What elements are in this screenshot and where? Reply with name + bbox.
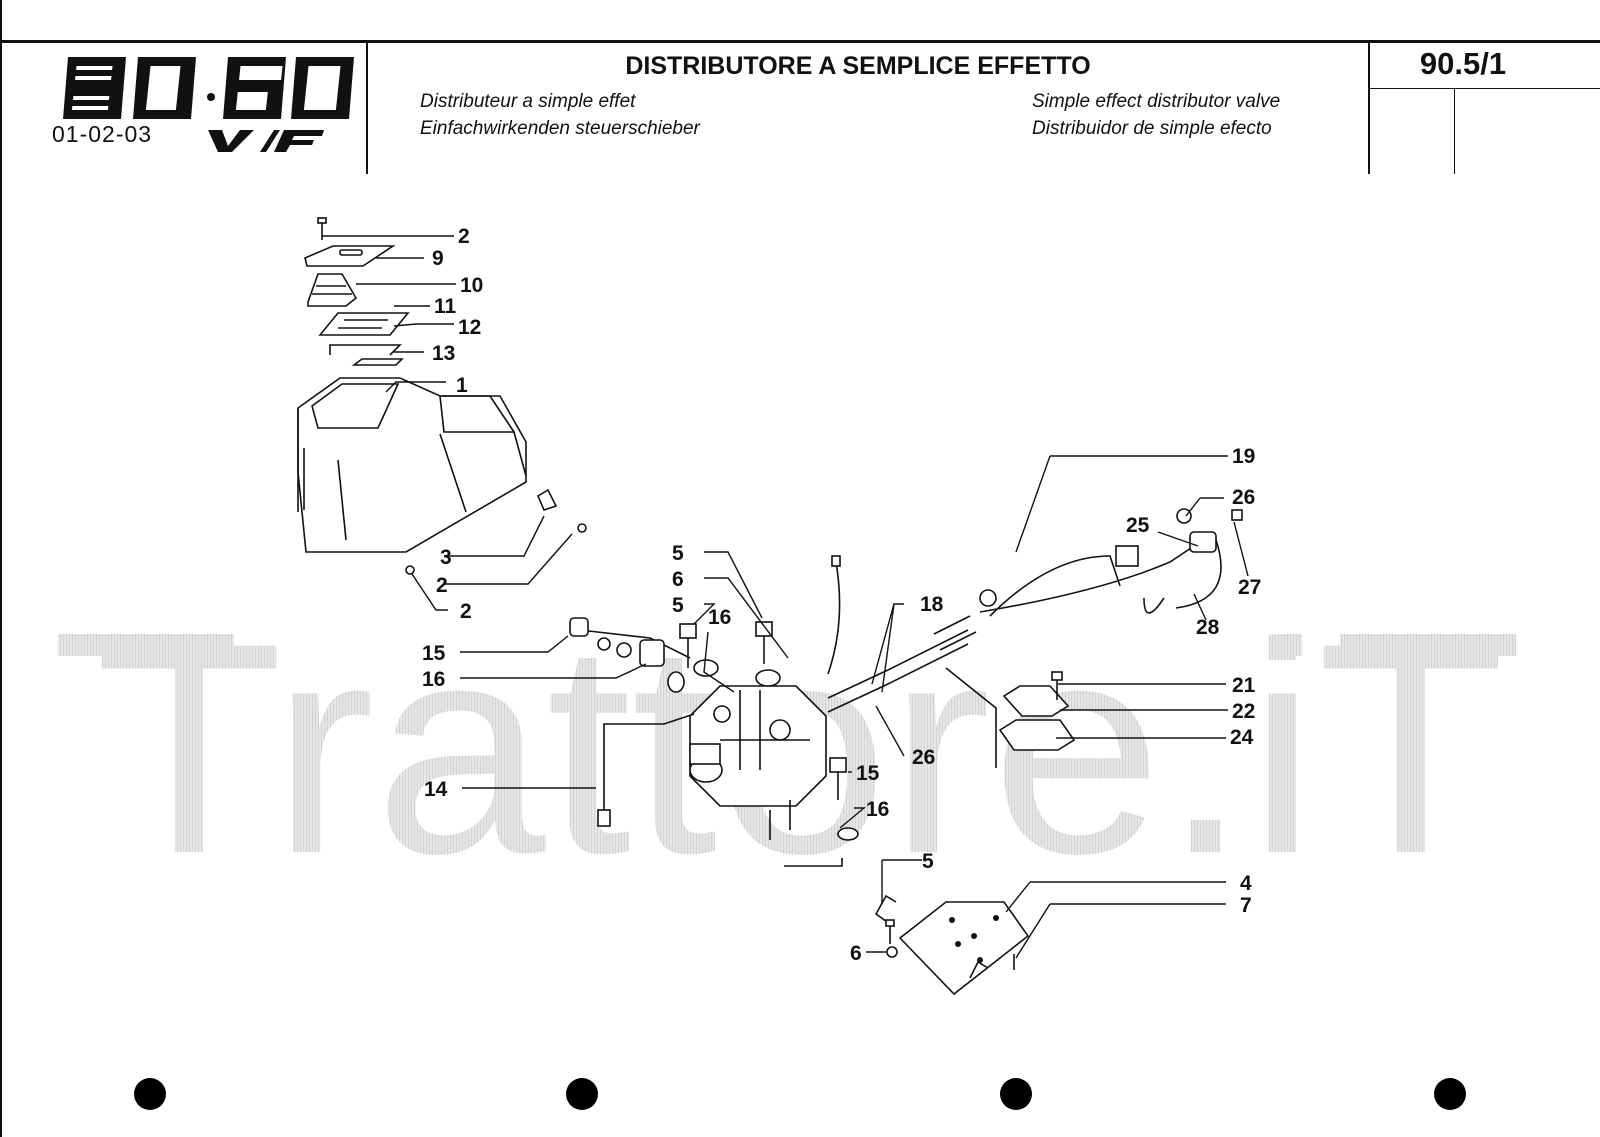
callout-label: 19 [1232, 445, 1255, 468]
callout-label: 22 [1232, 700, 1255, 723]
cable-19 [989, 555, 1121, 617]
binder-hole [1434, 1078, 1466, 1110]
page-edge-left [0, 0, 2, 1137]
callout-label: 2 [460, 600, 472, 623]
callout-label: 28 [1196, 616, 1220, 639]
console-bracket [536, 488, 558, 511]
model-logo [63, 57, 354, 152]
clamp-plate-22 [1002, 685, 1070, 717]
cover-plate [304, 245, 396, 267]
header-top-rule [0, 40, 1600, 43]
pipe-fitting [579, 629, 691, 659]
gate-plate [318, 312, 410, 336]
mounting-plate [898, 901, 1030, 996]
binder-hole [566, 1078, 598, 1110]
callout-label: 6 [672, 568, 684, 591]
callout-label: 6 [850, 942, 862, 965]
callout-label: 5 [672, 542, 684, 565]
subtitle-de: Einfachwirkenden steuerschieber [420, 118, 700, 139]
page-number: 90.5/1 [1419, 46, 1507, 81]
callout-label: 10 [460, 274, 483, 297]
callout-label: 2 [436, 574, 448, 597]
model-code: 01-02-03 [52, 121, 153, 147]
rubber-boot [307, 273, 358, 307]
callout-label: 3 [440, 546, 452, 569]
callout-label: 21 [1232, 674, 1256, 697]
distributor-valve [689, 685, 827, 840]
console-cover [297, 377, 527, 553]
bracket-12 [329, 344, 402, 356]
subtitle-en: Simple effect distributor valve [1032, 91, 1281, 112]
cable-28 [979, 541, 1201, 613]
callout-label: 1 [456, 374, 468, 397]
callout-label: 7 [1240, 894, 1252, 917]
header-divider-left [366, 40, 368, 174]
callout-label: 16 [866, 798, 889, 821]
control-rods [827, 629, 969, 713]
callout-label: 25 [1126, 514, 1150, 537]
leader-lines [322, 235, 1249, 959]
callout-label: 14 [424, 778, 448, 801]
callout-label: 26 [912, 746, 935, 769]
control-lever [827, 561, 841, 675]
header-divider-right [1368, 40, 1370, 174]
callout-label: 18 [920, 593, 944, 616]
callout-label: 9 [432, 247, 444, 270]
subtitle-fr: Distributeur a simple effet [420, 91, 636, 112]
callout-label: 2 [458, 225, 470, 248]
callout-numbers: 2 9 10 11 12 13 1 3 2 2 19 26 25 27 28 5… [422, 225, 1261, 965]
callout-label: 5 [672, 594, 684, 617]
callout-label: 4 [1240, 872, 1252, 895]
callout-label: 24 [1230, 726, 1254, 749]
callout-label: 5 [922, 850, 934, 873]
callout-label: 16 [708, 606, 731, 629]
pipe-14 [603, 713, 695, 820]
subtitle-es: Distribuidor de simple efecto [1032, 118, 1272, 139]
callout-label: 15 [856, 762, 880, 785]
callout-label: 26 [1232, 486, 1255, 509]
pageno-underline [1368, 88, 1600, 89]
binder-hole [1000, 1078, 1032, 1110]
callout-label: 11 [434, 295, 457, 318]
callout-label: 16 [422, 668, 445, 691]
header-divider-inner [1454, 88, 1455, 174]
screw-top [317, 217, 327, 240]
binder-hole [134, 1078, 166, 1110]
callout-label: 15 [422, 642, 446, 665]
callout-label: 13 [432, 342, 455, 365]
page-title: DISTRIBUTORE A SEMPLICE EFFETTO [625, 52, 1091, 80]
clamp-plate-24 [998, 719, 1076, 751]
callout-label: 27 [1238, 576, 1261, 599]
bracket-13 [351, 358, 404, 366]
callout-label: 12 [458, 316, 481, 339]
